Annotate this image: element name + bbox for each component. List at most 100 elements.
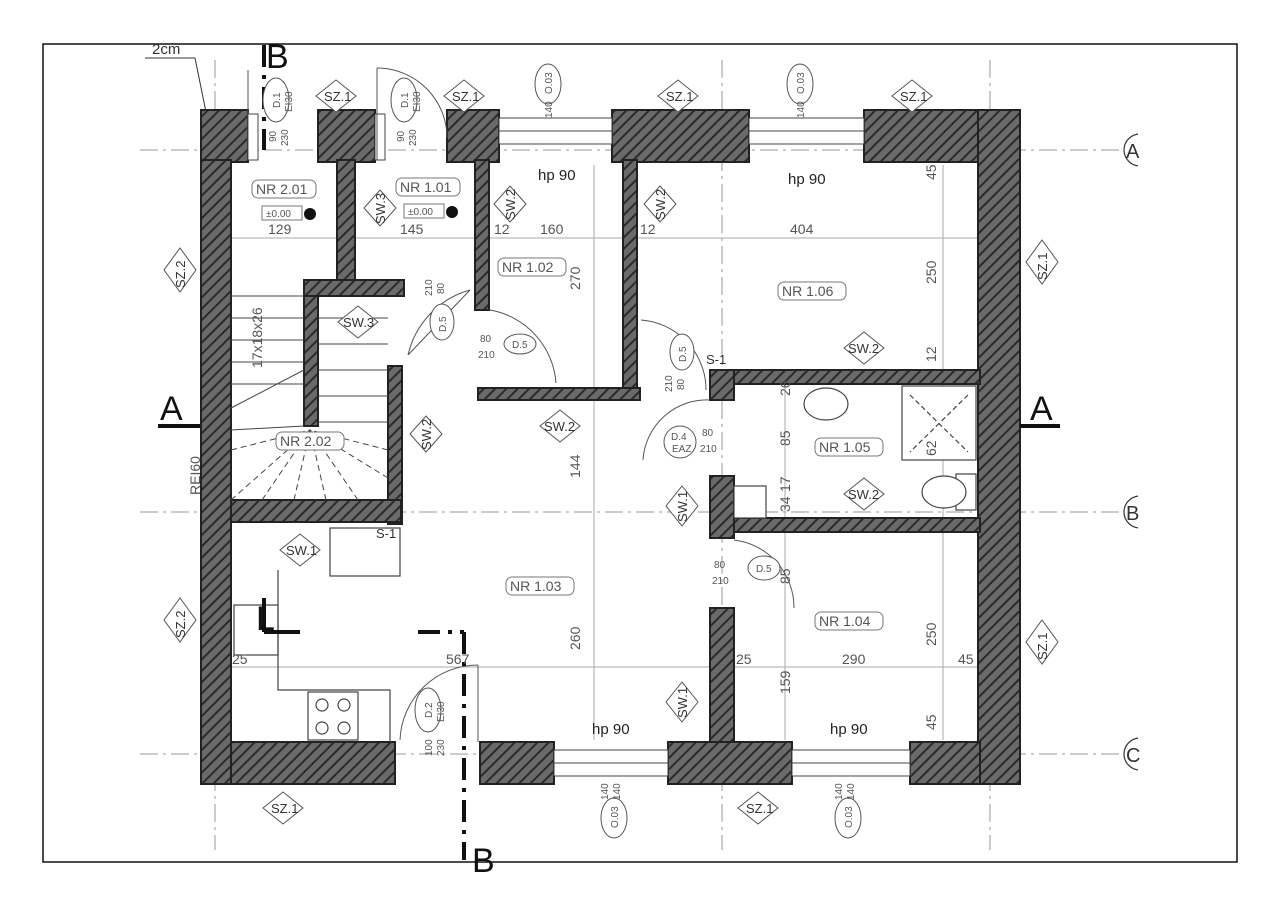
plan-annotation-text: 12 xyxy=(640,221,656,237)
window-label-top-1: hp 90 xyxy=(538,167,576,184)
drawing-frame xyxy=(42,43,1238,863)
plan-annotation-text: 45 xyxy=(923,164,939,180)
door-window-marker-labels: D.1 EI30 D.1 EI30 O.03 O.03 D.5 D.5 D.5 … xyxy=(272,72,855,828)
exterior-walls xyxy=(200,109,1021,785)
plan-annotation-text: SW.3 xyxy=(373,193,388,224)
plan-annotation-text: SW.3 xyxy=(343,315,374,330)
level-value-2-01: ±0.00 xyxy=(266,209,291,220)
plan-annotation-text: 260 xyxy=(567,626,583,650)
plan-annotation-text: 25 xyxy=(232,651,248,667)
plan-annotation-text: SZ.1 xyxy=(271,801,298,816)
plan-annotation-text: EI30 xyxy=(284,91,295,112)
plan-annotation-text: 45 xyxy=(958,651,974,667)
plan-annotation-text: 404 xyxy=(790,221,814,237)
plan-annotation-text: SW.1 xyxy=(675,491,690,522)
plan-annotation-text: 230 xyxy=(408,129,419,146)
plan-annotation-text: 210 xyxy=(424,279,435,296)
plan-annotation-text: O.03 xyxy=(544,72,555,94)
plan-annotation-text: 80 xyxy=(480,334,492,345)
plan-annotation-text: 85 xyxy=(777,430,793,446)
plan-annotation-text: 85 xyxy=(777,568,793,584)
plan-annotation-text: SZ.1 xyxy=(900,89,927,104)
plan-annotation-text: 17 xyxy=(777,476,793,492)
room-label-1-06: NR 1.06 xyxy=(782,283,834,299)
plan-annotation-text: 45 xyxy=(923,714,939,730)
plan-annotation-text: D.4 xyxy=(671,432,687,443)
plan-annotation-text: 100 xyxy=(424,739,435,756)
plan-annotation-text: D.1 xyxy=(272,92,283,108)
room-labels: NR 2.01 NR 1.01 NR 1.02 NR 1.06 NR 1.05 … xyxy=(251,177,884,631)
window-label-bottom-2: hp 90 xyxy=(830,721,868,738)
scale-note: 2cm xyxy=(152,41,180,58)
plan-annotation-text: SW.2 xyxy=(848,487,879,502)
door-dimensions: 90 230 90 230 140 140 210 80 80 210 210 … xyxy=(268,101,857,800)
plan-annotation-text: D.1 xyxy=(400,92,411,108)
scale-leader xyxy=(145,57,207,113)
fire-rating-label: REI60 xyxy=(187,456,203,495)
section-a-left: A xyxy=(160,390,183,428)
plan-annotation-text: 140 xyxy=(834,783,845,800)
plan-annotation-text: 230 xyxy=(436,739,447,756)
window-label-bottom-1: hp 90 xyxy=(592,721,630,738)
section-l-marker: L xyxy=(256,600,275,638)
plan-annotation-text: D.5 xyxy=(512,340,528,351)
plan-annotation-text: 270 xyxy=(567,266,583,290)
plan-annotation-text: D.5 xyxy=(438,316,449,332)
plan-annotation-text: SW.2 xyxy=(503,189,518,220)
level-markers: ±0.00 ±0.00 xyxy=(261,203,458,221)
plan-annotation-text: 80 xyxy=(702,428,714,439)
plan-annotation-text: SZ.1 xyxy=(1035,253,1050,280)
section-lines xyxy=(158,45,1060,860)
plan-annotation-text: 144 xyxy=(567,454,583,478)
plan-annotation-text: 290 xyxy=(842,651,866,667)
stair-dimension-label: 17x18x26 xyxy=(249,307,265,368)
door-swings xyxy=(247,67,795,742)
plan-annotation-text: 129 xyxy=(268,221,292,237)
level-symbol-icon xyxy=(446,206,458,218)
plan-annotation-text: S-1 xyxy=(376,526,396,541)
level-value-1-01: ±0.00 xyxy=(408,207,433,218)
plan-annotation-text: SW.2 xyxy=(419,419,434,450)
plan-annotation-text: 80 xyxy=(436,282,447,294)
section-a-right: A xyxy=(1030,390,1053,428)
plan-annotation-text: D.5 xyxy=(678,346,689,362)
plan-annotation-text: 567 xyxy=(446,651,470,667)
stairs xyxy=(230,295,389,501)
plan-annotation-text: 26 xyxy=(777,380,793,396)
plan-annotation-text: 140 xyxy=(846,783,857,800)
plan-annotation-text: 12 xyxy=(923,346,939,362)
plan-annotation-text: 62 xyxy=(923,440,939,456)
plan-annotation-text: 210 xyxy=(664,375,675,392)
plan-annotation-text: 80 xyxy=(714,560,726,571)
room-label-2-01: NR 2.01 xyxy=(256,181,308,197)
plan-annotation-text: 34 xyxy=(777,496,793,512)
plan-annotation-text: 80 xyxy=(676,378,687,390)
plan-annotation-text: 90 xyxy=(396,130,407,142)
plan-annotation-text: SW.2 xyxy=(653,189,668,220)
windows xyxy=(247,113,911,777)
plan-annotation-text: SZ.1 xyxy=(746,801,773,816)
plan-annotation-text: 140 xyxy=(796,101,807,118)
wall-type-tag-labels: SZ.1 SZ.1 SZ.1 SZ.1 SZ.2 SZ.2 SZ.1 SZ.1 … xyxy=(173,89,1050,816)
section-b-top: B xyxy=(266,38,289,76)
room-label-2-02: NR 2.02 xyxy=(280,433,332,449)
axis-b-label: B xyxy=(1126,503,1139,525)
plan-annotation-text: SW.2 xyxy=(544,419,575,434)
plan-annotation-text: 230 xyxy=(280,129,291,146)
plan-annotation-text: 25 xyxy=(736,651,752,667)
axis-a-label: A xyxy=(1126,141,1140,163)
plan-annotation-text: SZ.2 xyxy=(173,611,188,638)
plan-annotation-text: EAZ xyxy=(672,444,691,455)
plan-annotation-text: 140 xyxy=(544,101,555,118)
plan-annotation-text: 12 xyxy=(494,221,510,237)
plan-annotation-text: 90 xyxy=(268,130,279,142)
plan-annotation-text: SW.1 xyxy=(675,687,690,718)
plan-annotation-text: SW.2 xyxy=(848,341,879,356)
room-label-1-01: NR 1.01 xyxy=(400,179,452,195)
plan-annotation-text: 145 xyxy=(400,221,424,237)
plan-annotation-text: O.03 xyxy=(796,72,807,94)
plan-annotation-text: D.2 xyxy=(424,702,435,718)
plan-annotation-text: D.5 xyxy=(756,564,772,575)
plan-annotation-text: SZ.1 xyxy=(1035,633,1050,660)
